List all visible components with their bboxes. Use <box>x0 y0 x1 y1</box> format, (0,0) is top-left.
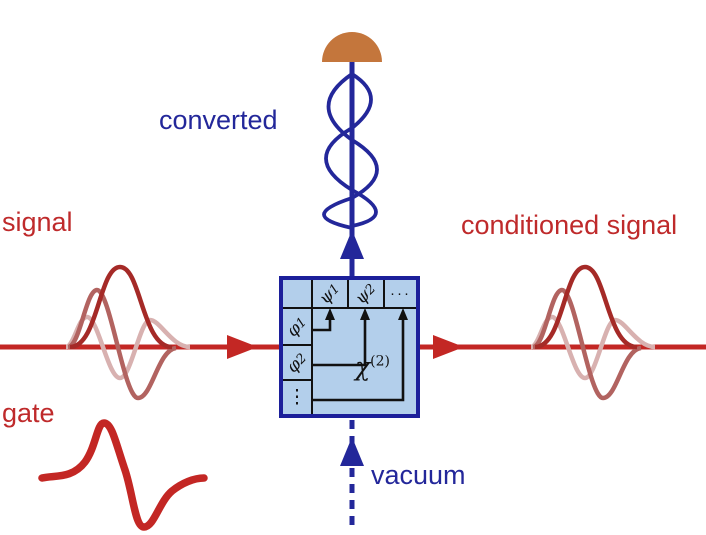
conditioned-right-arrow-icon <box>433 335 464 359</box>
input-mode1-curve <box>66 287 177 401</box>
phi1-to-psi1-arrow <box>312 317 332 332</box>
converted-wavepacket-curve-b <box>324 72 378 228</box>
grid-line <box>383 280 385 309</box>
output-mode-ellipsis: ··· <box>390 285 411 302</box>
gate-label: gate <box>2 398 55 428</box>
chi2-label: χ(2) <box>355 352 390 381</box>
vacuum-label: vacuum <box>371 460 466 490</box>
grid-line <box>283 344 313 346</box>
conditioned-signal-pulse <box>530 264 656 401</box>
grid-line <box>347 280 349 309</box>
gate-pulse-curve <box>38 419 208 531</box>
vacuum-up-arrow-icon <box>340 437 364 466</box>
grid-line <box>283 307 416 309</box>
input-mode-ellipsis: ⋮ <box>287 387 307 408</box>
up-arrowhead-icon <box>398 308 408 320</box>
chi2-mode-converter-box: ψ1 ψ2 ··· φ1 φ2 ⋮ χ(2) <box>279 276 420 418</box>
converted-up-arrow-icon <box>340 230 364 259</box>
phin-to-psin-arrow <box>312 317 405 402</box>
phi2-to-psi2-arrow <box>312 317 367 367</box>
signal-right-arrow-icon <box>227 335 258 359</box>
grid-line <box>283 379 313 381</box>
detector-dome-icon <box>322 32 382 62</box>
conditioned-mode0-curve <box>534 264 638 350</box>
conditioned-mode1-curve <box>531 287 642 401</box>
input-mode0-curve <box>69 264 173 350</box>
mode-mapping-arrows <box>312 308 408 402</box>
input-signal-pulse <box>65 264 191 401</box>
converted-label: converted <box>159 105 278 135</box>
grid-line <box>311 280 313 414</box>
up-arrowhead-icon <box>325 308 335 320</box>
conditioned-signal-label: conditioned signal <box>461 210 678 240</box>
signal-label: signal <box>2 207 73 237</box>
converted-wavepacket-curve-a <box>322 72 379 230</box>
up-arrowhead-icon <box>360 308 370 320</box>
